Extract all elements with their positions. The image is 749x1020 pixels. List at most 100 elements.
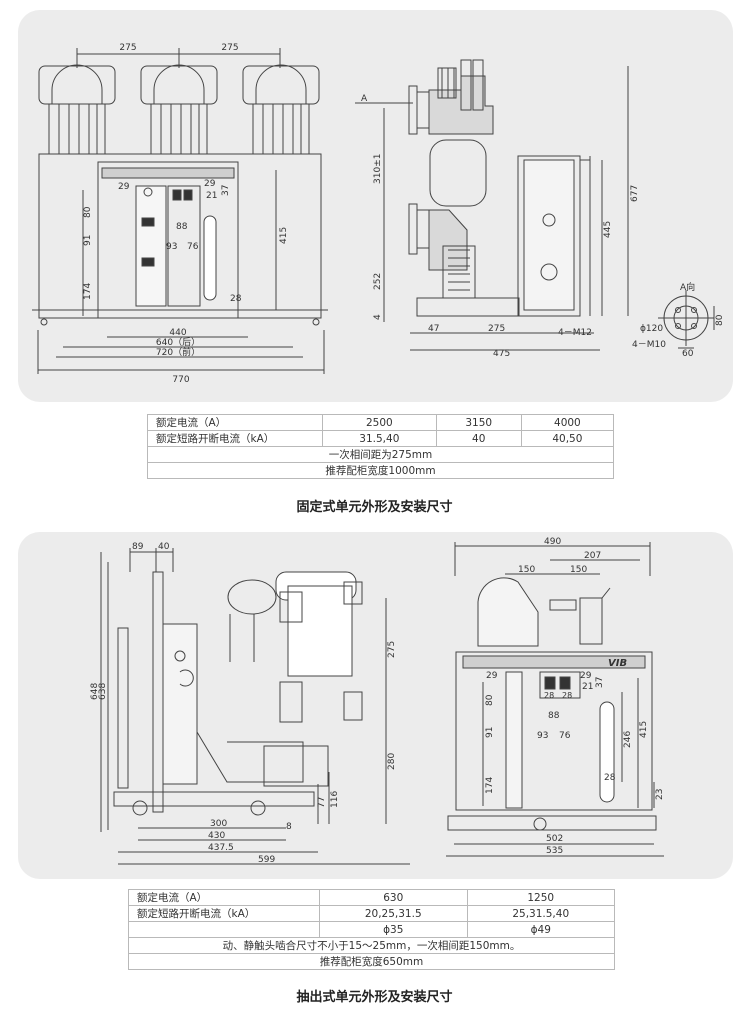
dim-677: 677 [630, 185, 640, 202]
dim-430: 430 [208, 831, 225, 841]
spec-cell: 2500 [322, 414, 437, 431]
fixed-side-view [355, 59, 629, 351]
dim-w29b: 29 [580, 671, 592, 681]
dim-pitch-right: 275 [221, 43, 238, 53]
dim-207: 207 [584, 551, 601, 561]
fixed-unit-drawing: 275 275 29 29 21 37 80 88 91 93 76 174 2… [32, 43, 725, 385]
dim-29b: 29 [204, 179, 216, 189]
table-row: 一次相间距为275mm [147, 446, 614, 463]
a-direction-view [658, 290, 715, 349]
spec-cell: ϕ49 [466, 921, 615, 938]
dim-w246: 246 [623, 731, 633, 748]
spec-cell: 40,50 [520, 430, 615, 447]
table-row: 额定电流（A） 630 1250 [128, 889, 615, 906]
dim-8: 8 [286, 822, 292, 832]
spec-label: 额定电流（A） [128, 889, 320, 906]
dim-w415: 415 [639, 721, 649, 738]
brand-logo-vib: VIB [608, 658, 627, 669]
dim-150a: 150 [518, 565, 535, 575]
spec-cell: 630 [319, 889, 468, 906]
withdrawable-unit-drawing: 89 40 648 638 275 280 116 77 300 8 430 4… [90, 537, 665, 865]
dim-174: 174 [83, 283, 93, 300]
spec-cell: 31.5,40 [322, 430, 437, 447]
spec-note: 动、静触头啮合尺寸不小于15～25mm，一次相间距150mm。 [128, 937, 615, 954]
dim-640: 640（后） [156, 337, 200, 348]
terminal-head-left [38, 64, 116, 155]
fixed-unit-spec-table: 额定电流（A） 2500 3150 4000 额定短路开断电流（kA） 31.5… [147, 414, 615, 479]
a-view-60: 60 [682, 349, 694, 359]
dim-w21: 21 [582, 682, 593, 692]
dim-300: 300 [210, 819, 227, 829]
table-row: 动、静触头啮合尺寸不小于15～25mm，一次相间距150mm。 [128, 937, 615, 954]
dim-28: 28 [230, 294, 242, 304]
table-row: 额定短路开断电流（kA） 31.5,40 40 40,50 [147, 430, 615, 447]
spec-note: 一次相间距为275mm [147, 446, 614, 463]
dim-w25: 28 [562, 691, 572, 700]
dim-w37: 37 [595, 677, 605, 688]
front-panel [97, 161, 239, 319]
spec-cell: 40 [435, 430, 522, 447]
dim-93: 93 [166, 242, 177, 252]
dim-77: 77 [317, 797, 327, 808]
dim-475: 475 [493, 349, 510, 359]
dim-437: 437.5 [208, 843, 234, 853]
withdrawable-side-view [100, 548, 410, 865]
spec-label: 额定电流（A） [147, 414, 323, 431]
table-row: 额定短路开断电流（kA） 20,25,31.5 25,31.5,40 [128, 905, 615, 922]
dim-310: 310±1 [373, 154, 383, 184]
dim-29: 29 [118, 182, 130, 192]
dim-w29: 29 [486, 671, 498, 681]
dim-445: 445 [603, 221, 613, 238]
dim-w28: 28 [604, 773, 616, 783]
dim-w93: 93 [537, 731, 548, 741]
dim-w535: 535 [546, 846, 563, 856]
dim-80: 80 [83, 206, 93, 218]
spec-note: 推荐配柜宽度650mm [128, 953, 615, 970]
terminal-head-middle [140, 64, 218, 155]
spec-label: 额定短路开断电流（kA） [128, 905, 320, 922]
dim-415: 415 [279, 227, 289, 244]
dim-91: 91 [83, 235, 93, 246]
dim-638: 638 [98, 683, 108, 700]
dim-47: 47 [428, 324, 439, 334]
terminal-head-right [242, 64, 320, 155]
withdrawable-unit-drawing-panel: 89 40 648 638 275 280 116 77 300 8 430 4… [18, 532, 733, 879]
a-view-80: 80 [715, 314, 725, 326]
dim-275-side: 275 [488, 324, 505, 334]
dim-275-w: 275 [387, 641, 397, 658]
dim-w502: 502 [546, 834, 563, 844]
spec-label-empty [128, 921, 320, 938]
table-row: 推荐配柜宽度650mm [128, 953, 615, 970]
dim-pitch-left: 275 [119, 43, 136, 53]
dim-76: 76 [187, 242, 199, 252]
spec-cell: 20,25,31.5 [319, 905, 468, 922]
a-view-title: A向 [680, 281, 695, 293]
dim-40: 40 [158, 542, 170, 552]
dim-720: 720（前） [156, 346, 200, 358]
dim-w80: 80 [485, 694, 495, 706]
dim-w76: 76 [559, 731, 571, 741]
withdrawable-unit-caption: 抽出式单元外形及安装尺寸 [296, 990, 453, 1005]
dim-37: 37 [221, 185, 231, 196]
dim-w88: 88 [548, 711, 560, 721]
dim-arrow-a: A [361, 94, 368, 104]
dim-21: 21 [206, 191, 217, 201]
table-row: 额定电流（A） 2500 3150 4000 [147, 414, 615, 431]
dim-252: 252 [373, 273, 383, 290]
spec-cell: ϕ35 [319, 921, 468, 938]
dim-648: 648 [90, 683, 100, 700]
dim-w28b: 28 [544, 691, 554, 700]
spec-cell: 3150 [435, 414, 522, 431]
spec-cell: 1250 [466, 889, 615, 906]
table-row: ϕ35 ϕ49 [128, 921, 615, 938]
withdrawable-front-view [446, 542, 664, 857]
withdrawable-unit-spec-table: 额定电流（A） 630 1250 额定短路开断电流（kA） 20,25,31.5… [128, 889, 615, 970]
a-view-m10: 4－M10 [632, 340, 666, 350]
dim-440: 440 [169, 328, 186, 338]
dim-150b: 150 [570, 565, 587, 575]
spec-note: 推荐配柜宽度1000mm [147, 462, 614, 479]
spec-label: 额定短路开断电流（kA） [147, 430, 323, 447]
a-view-d120: ϕ120 [640, 324, 663, 334]
spec-cell: 25,31.5,40 [466, 905, 615, 922]
dim-w174: 174 [485, 777, 495, 794]
